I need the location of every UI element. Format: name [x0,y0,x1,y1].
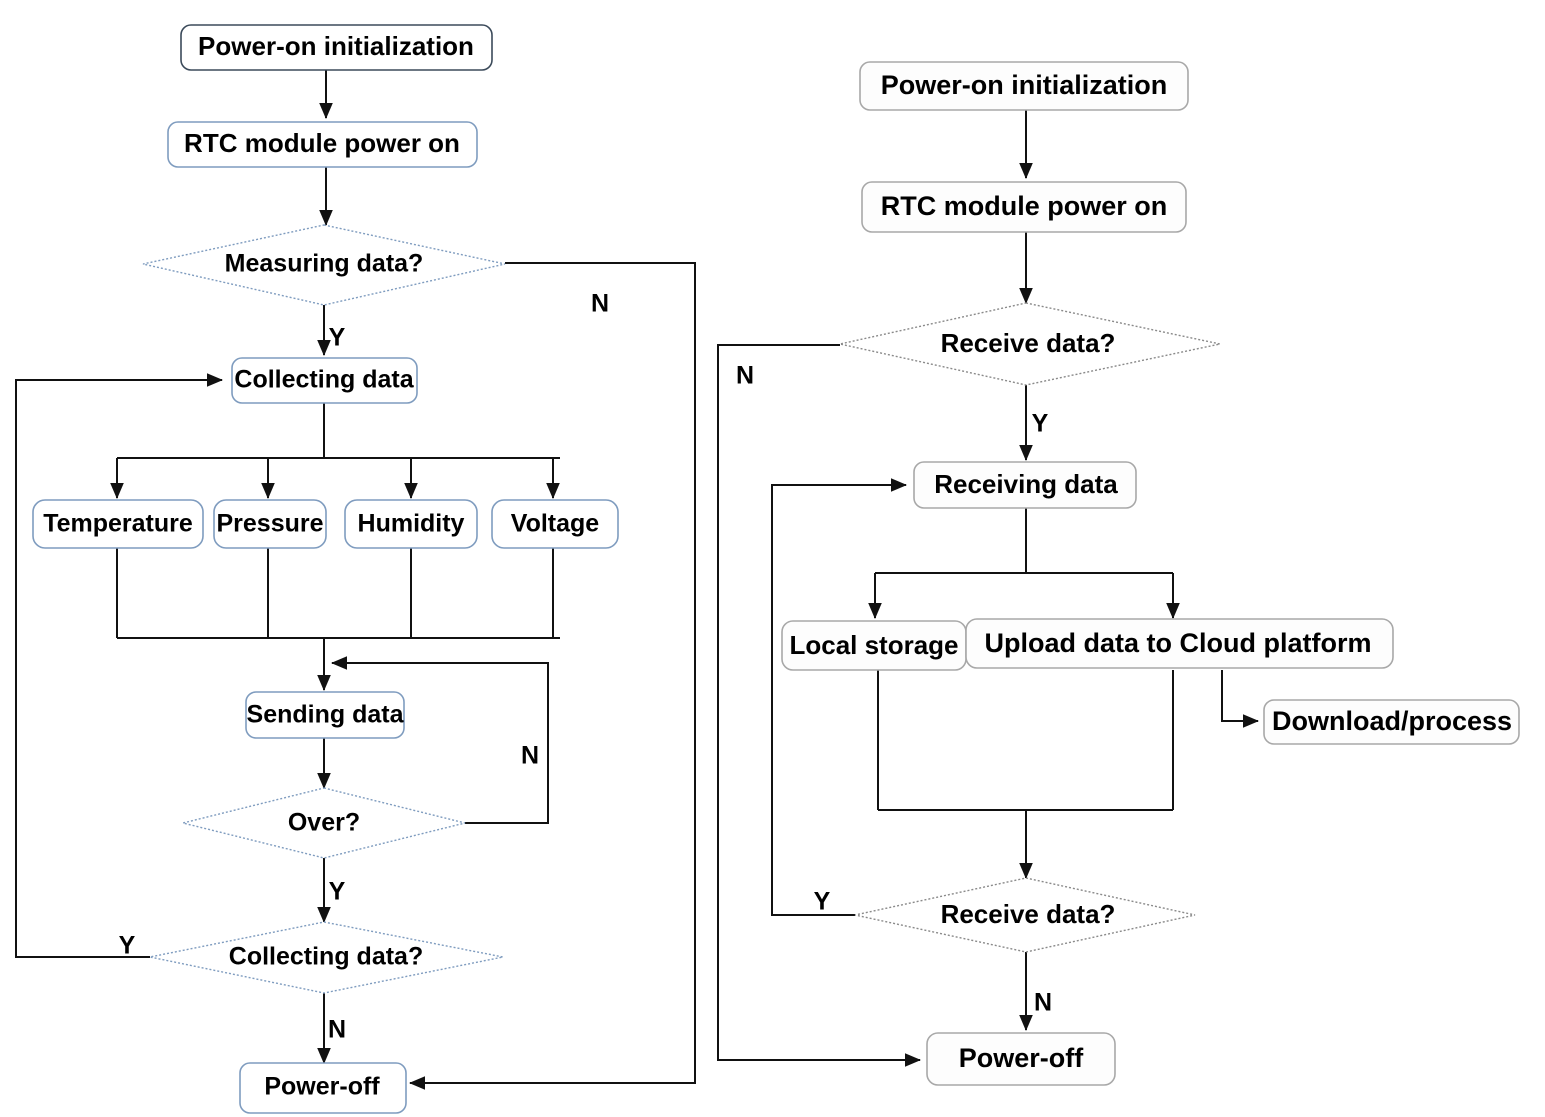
node-label: Collecting data? [229,943,423,971]
node-label: RTC module power on [184,128,460,158]
edge-label-receive2-y: Y [814,888,831,916]
node-label: Pressure [216,510,323,538]
node-power-off-left[interactable]: Power-off [239,1062,407,1114]
node-rtc-module-power-on-left[interactable]: RTC module power on [167,121,478,168]
node-label: Local storage [789,630,958,660]
node-label: Receive data? [941,899,1116,929]
node-sending-data[interactable]: Sending data [245,691,405,739]
node-label: Temperature [43,510,193,538]
edge-label-collecting-n: N [328,1016,346,1044]
node-label: Sending data [247,701,405,729]
node-receive-data-decision-top[interactable]: Receive data? [839,302,1221,386]
node-label: Power-on initialization [198,31,474,61]
node-pressure[interactable]: Pressure [213,499,327,549]
node-local-storage[interactable]: Local storage [781,620,967,671]
node-voltage[interactable]: Voltage [491,499,619,549]
left-flow-nodes: Power-on initialization RTC module power… [32,24,619,1114]
node-upload-data-to-cloud-platform[interactable]: Upload data to Cloud platform [965,618,1394,669]
right-flow-edge-labels: N Y Y N [736,362,1052,1017]
edge-label-collecting-y: Y [119,932,136,960]
edge-upload-download-process [1221,670,1259,728]
node-rtc-module-power-on-right[interactable]: RTC module power on [861,181,1187,233]
edge-label-receive2-n: N [1034,989,1052,1017]
node-receiving-data[interactable]: Receiving data [913,461,1137,509]
edge-label-measuring-y: Y [329,324,346,352]
node-collecting-data-decision[interactable]: Collecting data? [149,921,504,994]
node-label: Upload data to Cloud platform [985,628,1372,658]
node-label: Receive data? [941,328,1116,358]
node-label: Receiving data [934,469,1118,499]
left-flow-connectors [15,70,696,1090]
node-label: Voltage [511,510,600,538]
node-humidity[interactable]: Humidity [344,499,478,549]
node-measuring-data-decision[interactable]: Measuring data? [142,224,506,306]
node-temperature[interactable]: Temperature [32,499,204,549]
node-label: Download/process [1272,706,1512,736]
edge-label-over-n: N [521,742,539,770]
left-flow-edge-labels: N Y N Y Y N [119,290,609,1044]
right-flow-connectors [717,110,1259,1067]
node-power-on-initialization-right[interactable]: Power-on initialization [859,61,1189,111]
node-label: Collecting data [234,366,414,394]
edge-label-measuring-n: N [591,290,609,318]
node-label: Power-off [959,1043,1085,1073]
edge-r3-power-off [717,344,921,1067]
node-label: Over? [288,809,360,837]
node-download-process[interactable]: Download/process [1263,699,1520,745]
node-label: Measuring data? [225,250,424,278]
node-over-decision[interactable]: Over? [182,787,466,859]
edge-label-receive1-n: N [736,362,754,390]
node-power-off-right[interactable]: Power-off [926,1032,1116,1086]
right-flow-nodes: Power-on initialization RTC module power… [781,61,1520,1086]
node-collecting-data[interactable]: Collecting data [231,357,418,404]
node-label: Humidity [358,510,465,538]
edge-over-n-loop [331,656,549,824]
edge-l3-power-off [409,262,696,1090]
node-label: Power-off [264,1073,380,1101]
edge-label-receive1-y: Y [1032,410,1049,438]
node-receive-data-decision-bottom[interactable]: Receive data? [854,877,1196,953]
edge-receive2-y-loop [771,478,907,916]
node-power-on-initialization-left[interactable]: Power-on initialization [180,24,493,71]
node-label: RTC module power on [881,191,1168,221]
edge-label-over-y: Y [329,878,346,906]
edge-collecting-y-loop [15,373,223,958]
node-label: Power-on initialization [881,70,1168,100]
